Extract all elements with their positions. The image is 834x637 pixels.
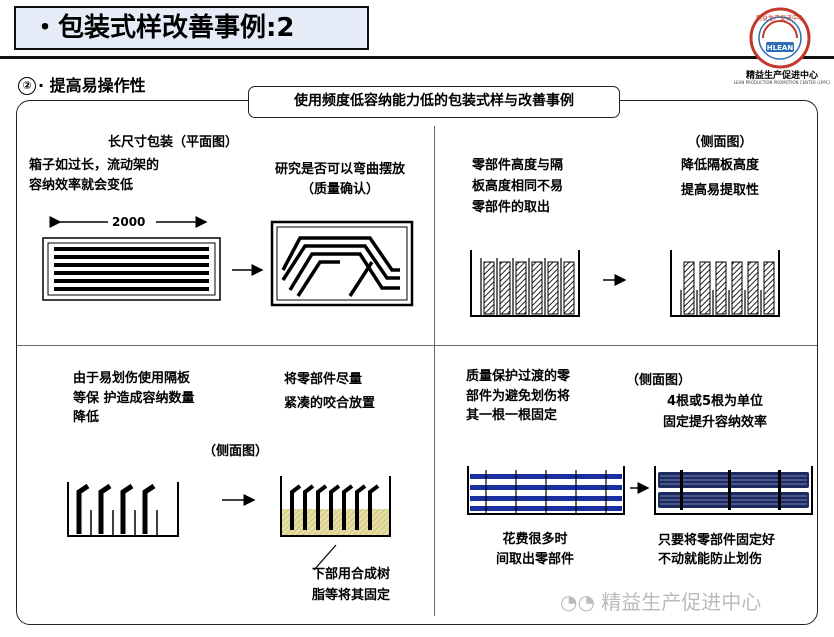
tr-problem-line-2: 板高度相同不易: [472, 179, 564, 194]
tl-idea-line-1: 研究是否可以弯曲摆放: [274, 162, 405, 177]
bl-idea-line-1: 将零部件尽量: [284, 372, 363, 387]
tr-solution-line-2: 提高易提取性: [680, 183, 759, 198]
br-solution-line-1: 4根或5根为单位: [666, 394, 764, 409]
watermark-text: 精益生产促进中心: [601, 590, 762, 614]
logo-caption: 精益生产促进中心: [745, 71, 818, 81]
quadrant-divider-horizontal: [17, 345, 817, 346]
br-after-caption-2: 不动就能防止划伤: [658, 552, 763, 567]
wechat-icon: ◔◔: [560, 590, 595, 614]
section-title: ②· 提高易操作性: [18, 72, 146, 96]
section-title-text: 提高易操作性: [49, 76, 146, 95]
br-view-label: （侧面图）: [626, 373, 692, 388]
watermark: ◔◔ 精益生产促进中心: [560, 586, 761, 615]
section-number: ②: [18, 77, 36, 95]
tr-solution-line-1: 降低隔板高度: [680, 158, 759, 173]
tl-dimension: 2000: [112, 215, 146, 229]
br-before-bin: [467, 466, 625, 515]
br-after-bin: [654, 466, 813, 515]
quadrant-divider-vertical: [434, 126, 435, 616]
bl-note-leader: [313, 544, 337, 571]
tl-problem-line-1: 箱子如过长，流动架的: [29, 158, 160, 173]
bl-note-line-2: 脂等将其固定: [312, 588, 391, 603]
bl-problem-line-1: 由于易划伤使用隔板: [73, 371, 191, 386]
tr-problem-line-1: 零部件高度与隔: [472, 158, 564, 173]
tl-caption: 长尺寸包装（平面图）: [108, 135, 239, 150]
br-solution-line-2: 固定提升容纳效率: [662, 415, 767, 430]
bl-after-bin: [280, 476, 391, 537]
lppc-logo-mark: HLEAN 精益生产促进中心: [749, 7, 811, 69]
page-title: ・包装式样改善事例:2: [14, 6, 369, 50]
tl-long-box: [42, 237, 221, 301]
bl-problem-line-3: 降低: [73, 410, 100, 425]
section-callout: 使用频度低容纳能力低的包装式样与改善事例: [248, 86, 620, 118]
tl-idea-line-2: （质量确认）: [300, 182, 379, 197]
br-problem-line-1: 质量保护过渡的零: [466, 369, 571, 384]
br-before-caption-2: 间取出零部件: [495, 552, 574, 567]
logo-ring-text: 精益生产促进中心: [756, 14, 804, 22]
lppc-logo: HLEAN 精益生产促进中心: [743, 6, 817, 72]
logo-badge: HLEAN: [767, 44, 794, 52]
bl-view-label: （侧面图）: [203, 444, 269, 459]
bl-before-bin: [67, 482, 179, 537]
br-after-caption-1: 只要将零部件固定好: [658, 533, 776, 548]
br-problem-line-3: 其一根一根固定: [466, 408, 558, 423]
tr-before-bin: [470, 250, 580, 317]
bl-problem-line-2: 等保 护造成容纳数量: [73, 391, 195, 406]
tr-view-label: （侧面图）: [687, 135, 753, 150]
br-problem-line-2: 部件为避免划伤将: [466, 389, 571, 404]
br-before-caption-1: 花费很多时: [502, 532, 568, 547]
tl-problem-line-2: 容纳效率就会变低: [29, 178, 134, 193]
header-divider: [0, 56, 834, 59]
tr-problem-line-3: 零部件的取出: [472, 200, 551, 215]
bl-note-line-1: 下部用合成树: [312, 567, 391, 582]
bl-idea-line-2: 紧凑的咬合放置: [284, 396, 376, 411]
tl-bent-box: [270, 220, 414, 307]
logo-subcaption: LEAN PRODUCTION PROMOTION CENTER (LPPC): [733, 80, 831, 85]
tr-after-bin: [670, 250, 780, 317]
